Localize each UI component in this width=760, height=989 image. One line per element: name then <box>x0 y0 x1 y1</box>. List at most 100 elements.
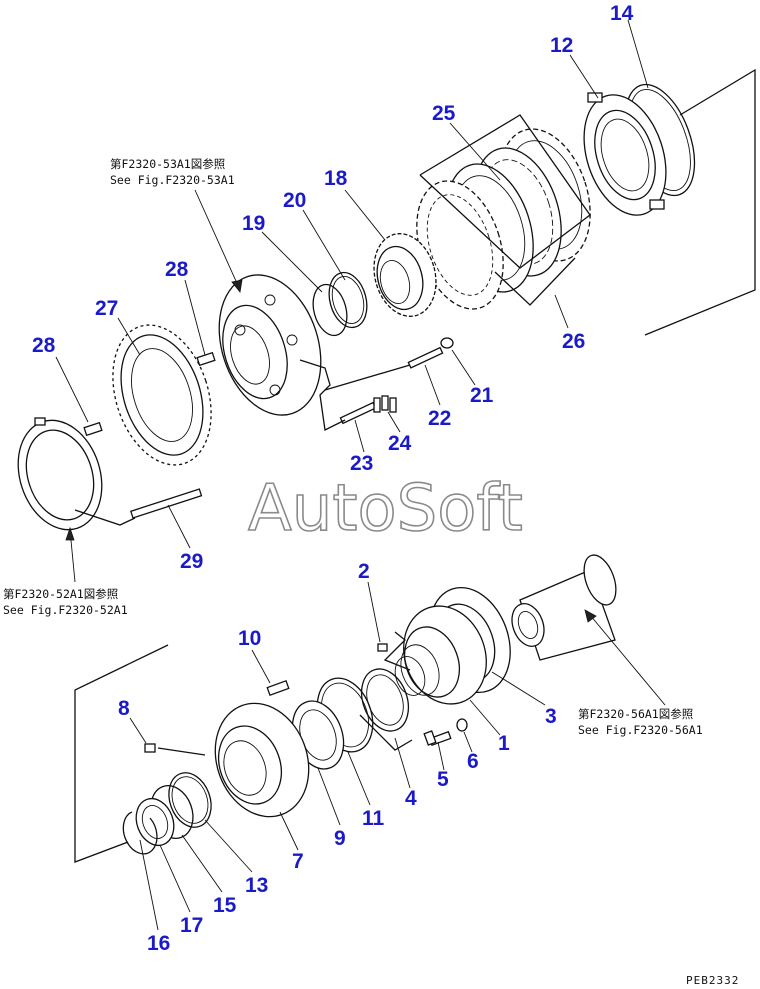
callout-5: 5 <box>437 768 449 791</box>
part-12-end-plate <box>583 92 667 216</box>
part-1-hub <box>394 605 487 705</box>
callout-25: 25 <box>432 102 456 125</box>
callout-4: 4 <box>405 787 417 810</box>
part-18-gear-hub <box>373 233 437 317</box>
ref-fig56-jp: 第F2320-56A1図参照 <box>578 707 693 721</box>
arrow-52 <box>65 526 75 541</box>
watermark-text: AutoSoft <box>248 472 523 546</box>
callout-27: 27 <box>95 297 118 320</box>
lower-frame-line <box>74 644 169 863</box>
callout-14: 14 <box>610 2 634 25</box>
leader-18 <box>344 189 386 241</box>
callout-2: 2 <box>358 560 370 583</box>
leader-10 <box>251 649 271 684</box>
callout-23: 23 <box>350 452 373 475</box>
leader-15 <box>181 834 223 893</box>
leader-25 <box>449 122 501 181</box>
callout-13: 13 <box>245 874 268 897</box>
part-28-pin-lower <box>83 421 103 437</box>
callout-7: 7 <box>292 850 304 873</box>
upper-frame-line <box>644 68 756 336</box>
part-13-ring <box>168 772 212 828</box>
connector-1 <box>383 631 411 671</box>
leader-56 <box>589 614 666 706</box>
part-5-bolt <box>423 730 452 747</box>
ref-fig53-en: See Fig.F2320-53A1 <box>110 173 235 187</box>
leader-28-lower <box>55 356 89 423</box>
part-24-bolts <box>373 395 397 413</box>
part-7-carrier <box>214 702 310 818</box>
callout-12: 12 <box>550 34 573 57</box>
leader-17 <box>159 844 191 913</box>
callout-28-upper: 28 <box>165 258 189 281</box>
leader-20 <box>302 209 346 281</box>
callout-8: 8 <box>118 697 130 720</box>
callout-3: 3 <box>545 705 557 728</box>
leader-53 <box>194 189 241 291</box>
leader-29 <box>167 504 191 549</box>
callout-28-lower: 28 <box>32 334 56 357</box>
callout-26: 26 <box>562 330 585 353</box>
ref-fig52-en: See Fig.F2320-52A1 <box>3 603 128 617</box>
leader-4 <box>394 737 411 789</box>
leader-11 <box>347 751 371 806</box>
part-21-plug <box>440 337 454 349</box>
leader-28-upper <box>184 279 206 356</box>
output-shaft <box>511 554 617 661</box>
leader-12 <box>569 54 599 99</box>
callout-16: 16 <box>147 932 170 955</box>
leader-24 <box>387 411 401 433</box>
callout-9: 9 <box>334 827 346 850</box>
leader-19 <box>261 231 323 293</box>
ref-fig53-jp: 第F2320-53A1図参照 <box>110 157 225 171</box>
part-10-pin <box>266 679 290 697</box>
leader-27 <box>117 317 141 356</box>
leader-22 <box>424 364 441 406</box>
leader-14 <box>627 19 649 89</box>
left-ring-plate <box>17 417 103 531</box>
callout-11: 11 <box>362 807 385 830</box>
arrow-53 <box>231 279 243 293</box>
part-23-pin <box>339 401 377 425</box>
part-17-bearing <box>135 797 175 847</box>
leader-23 <box>354 419 365 453</box>
leader-6 <box>463 731 473 753</box>
drawing-code: PEB2332 <box>686 974 739 987</box>
leader-5 <box>437 741 445 771</box>
leader-13 <box>204 819 253 873</box>
ref-fig52-jp: 第F2320-52A1図参照 <box>3 587 118 601</box>
leader-16 <box>139 839 159 931</box>
part-8-plug <box>144 743 156 753</box>
leader-1 <box>469 699 501 736</box>
leader-7 <box>279 811 299 851</box>
carrier-housing <box>218 274 322 416</box>
leader-2 <box>367 581 381 643</box>
callout-15: 15 <box>213 894 237 917</box>
arrow-56 <box>584 609 597 623</box>
connector-8 <box>157 747 206 756</box>
part-28-pin-upper <box>196 351 216 367</box>
callout-29: 29 <box>180 550 203 573</box>
callout-10: 10 <box>238 627 261 650</box>
callout-24: 24 <box>388 432 412 455</box>
leader-21 <box>451 349 476 386</box>
connector-22 <box>324 364 411 391</box>
callout-18: 18 <box>324 167 348 190</box>
part-26-clutch-pack <box>416 114 591 310</box>
connector-29 <box>74 509 136 526</box>
callout-20: 20 <box>283 189 306 212</box>
part-4-ring <box>359 668 413 751</box>
callout-22: 22 <box>428 407 451 430</box>
leader-3 <box>491 671 546 706</box>
part-2-plug <box>377 643 388 652</box>
part-22-long-pin <box>407 346 444 369</box>
ref-fig56-en: See Fig.F2320-56A1 <box>578 723 703 737</box>
callout-17: 17 <box>180 914 203 937</box>
part-6-washer <box>456 718 468 732</box>
callout-19: 19 <box>242 212 265 235</box>
leader-26 <box>554 294 569 329</box>
part-16-snap-ring <box>122 811 158 855</box>
leader-8 <box>129 717 147 744</box>
callout-21: 21 <box>470 384 494 407</box>
